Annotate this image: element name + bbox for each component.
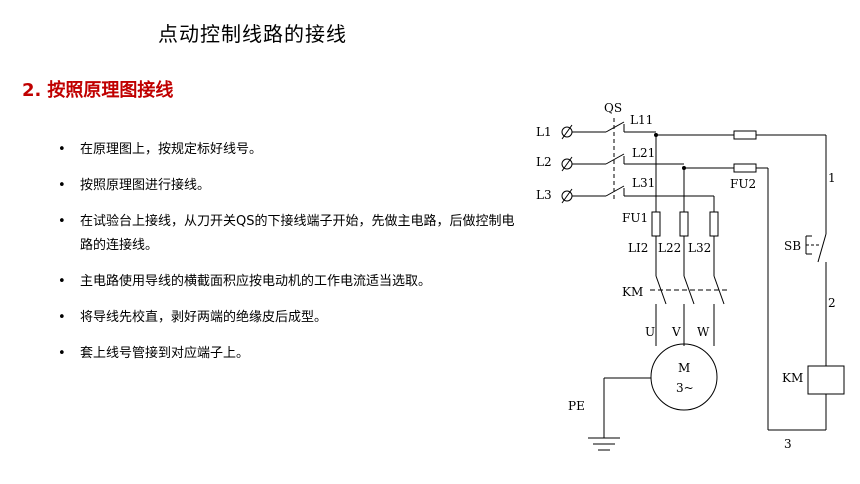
pushbutton-sb [805, 233, 827, 263]
label-u: U [645, 325, 655, 339]
label-l31: L31 [632, 176, 655, 190]
label-l22: L22 [658, 241, 681, 255]
label-wire-3: 3 [784, 437, 792, 451]
terminal-l3 [561, 188, 586, 204]
label-pe: PE [568, 399, 585, 413]
list-item: 主电路使用导线的横截面积应按电动机的工作电流适当选取。 [56, 270, 526, 294]
slide-title: 点动控制线路的接线 [158, 22, 347, 46]
contactor-km-main [650, 275, 730, 346]
section-heading-text: 按照原理图接线 [47, 80, 174, 101]
label-l11: L11 [630, 113, 653, 127]
section-number: 2. [22, 80, 42, 101]
knife-switch-qs [586, 118, 630, 200]
label-wire-1: 1 [828, 171, 836, 185]
list-item: 将导线先校直，剥好两端的绝缘皮后成型。 [56, 306, 526, 330]
terminal-l1 [561, 124, 586, 140]
motor-label-phase: 3~ [676, 381, 694, 395]
section-heading: 2.按照原理图接线 [22, 76, 173, 102]
label-l2: L2 [536, 155, 552, 169]
list-item: 在试验台上接线，从刀开关QS的下接线端子开始，先做主电路，后做控制电路的连接线。 [56, 210, 526, 258]
label-l21: L21 [632, 146, 655, 160]
label-w: W [697, 325, 710, 339]
motor-label-m: M [678, 361, 690, 375]
list-item: 按照原理图进行接线。 [56, 174, 526, 198]
label-km-coil: KM [782, 371, 803, 385]
ground-symbol [588, 437, 620, 451]
label-km-contact: KM [622, 285, 643, 299]
label-sb: SB [784, 239, 801, 253]
motor [650, 343, 718, 411]
fuse-fu1 [651, 211, 719, 237]
list-item: 在原理图上，按规定标好线号。 [56, 138, 526, 162]
contactor-coil-km [807, 365, 845, 395]
label-li2: LI2 [628, 241, 648, 255]
instruction-list: 在原理图上，按规定标好线号。 按照原理图进行接线。 在试验台上接线，从刀开关QS… [56, 138, 526, 378]
label-l1: L1 [536, 125, 552, 139]
fuse-fu2 [733, 130, 757, 173]
label-qs: QS [604, 101, 622, 115]
terminal-l2 [561, 156, 586, 172]
label-fu2: FU2 [730, 177, 756, 191]
list-item: 套上线号管接到对应端子上。 [56, 342, 526, 366]
label-fu1: FU1 [622, 211, 648, 225]
label-wire-2: 2 [828, 296, 836, 310]
label-v: V [671, 325, 681, 339]
label-l32: L32 [688, 241, 711, 255]
label-l3: L3 [536, 188, 552, 202]
